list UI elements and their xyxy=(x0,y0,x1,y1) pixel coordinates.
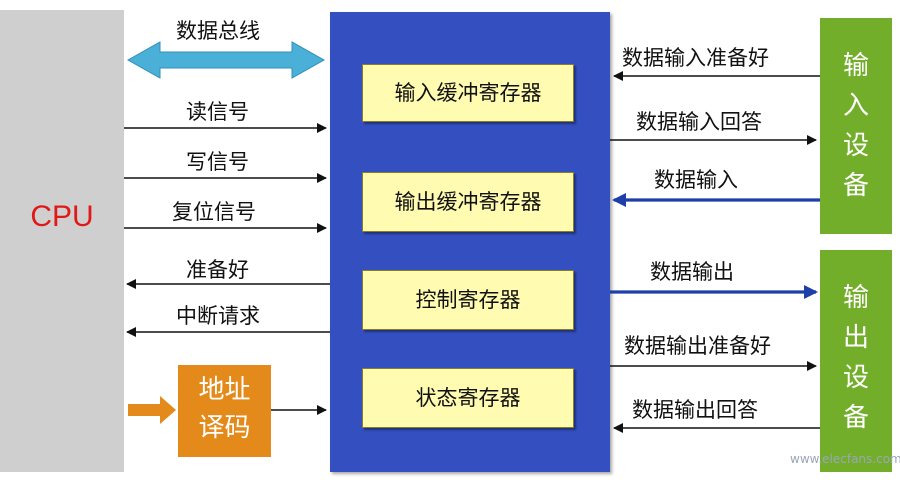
output-device: 输 出 设 备 xyxy=(820,250,892,472)
address-decoder-line1: 地址 xyxy=(198,375,251,405)
read-signal-label: 读信号 xyxy=(186,100,249,124)
input-device-char: 设 xyxy=(842,131,869,161)
input-device-char: 备 xyxy=(842,171,869,201)
output-device-char: 输 xyxy=(842,283,869,313)
output-device-char: 出 xyxy=(842,323,869,353)
input-buffer-register: 输入缓冲寄存器 xyxy=(362,64,574,122)
cpu-block xyxy=(0,10,124,472)
output-device-char: 备 xyxy=(842,403,869,433)
reset-signal-label: 复位信号 xyxy=(172,200,256,224)
data-input-label: 数据输入 xyxy=(654,168,738,192)
cpu-label: CPU xyxy=(30,200,94,233)
watermark: www.elecfans.com xyxy=(790,452,900,466)
output-ready-label: 数据输出准备好 xyxy=(624,334,771,358)
input-ack-label: 数据输入回答 xyxy=(636,110,762,134)
write-signal-label: 写信号 xyxy=(186,150,249,174)
input-device-char: 入 xyxy=(842,91,869,121)
control-register: 控制寄存器 xyxy=(362,270,574,330)
input-device: 输 入 设 备 xyxy=(820,18,892,234)
output-buffer-register: 输出缓冲寄存器 xyxy=(362,172,574,232)
interrupt-signal-label: 中断请求 xyxy=(176,304,260,328)
address-decoder-line2: 译码 xyxy=(198,413,251,443)
output-ack-label: 数据输出回答 xyxy=(632,398,758,422)
data-output-label: 数据输出 xyxy=(650,260,734,284)
status-register: 状态寄存器 xyxy=(362,368,574,428)
data-bus-label: 数据总线 xyxy=(176,19,260,43)
input-device-char: 输 xyxy=(842,51,869,81)
ready-signal-label: 准备好 xyxy=(186,258,249,282)
decoder-input-arrow xyxy=(128,396,176,424)
output-device-char: 设 xyxy=(842,363,869,393)
interface-panel: 输入缓冲寄存器 输出缓冲寄存器 控制寄存器 状态寄存器 xyxy=(330,12,610,472)
address-decoder: 地址 译码 xyxy=(178,365,271,457)
input-ready-label: 数据输入准备好 xyxy=(622,46,769,70)
data-bus-arrow xyxy=(126,41,326,79)
